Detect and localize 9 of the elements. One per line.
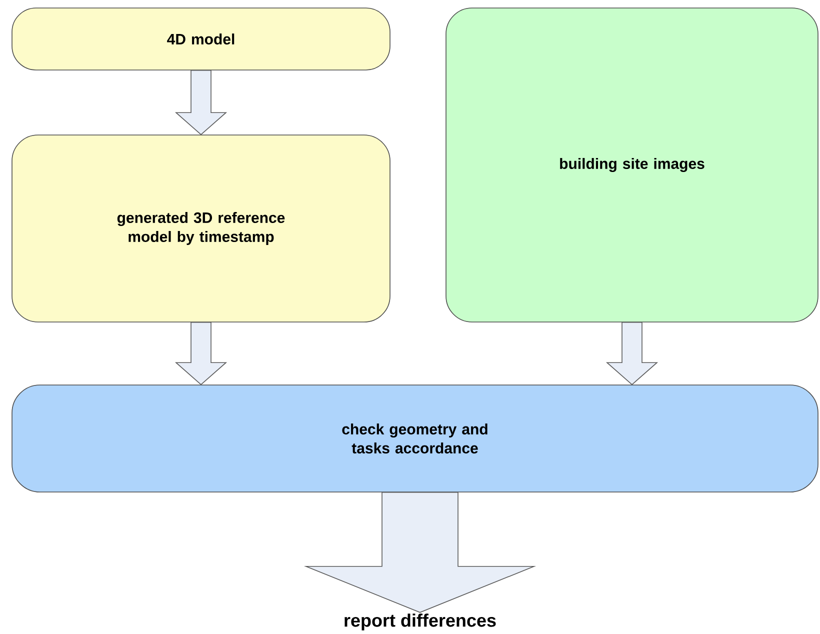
process-box: generated 3D reference model by timestamp	[12, 134, 390, 322]
block-arrow	[606, 322, 658, 386]
output-label: report differences	[344, 614, 496, 630]
block-arrow	[304, 492, 536, 613]
block-arrow	[174, 322, 228, 386]
process-box: check geometry and tasks accordance	[12, 384, 818, 492]
block-arrow	[174, 70, 228, 136]
process-box: building site images	[446, 8, 818, 322]
process-box: 4D model	[12, 8, 390, 70]
